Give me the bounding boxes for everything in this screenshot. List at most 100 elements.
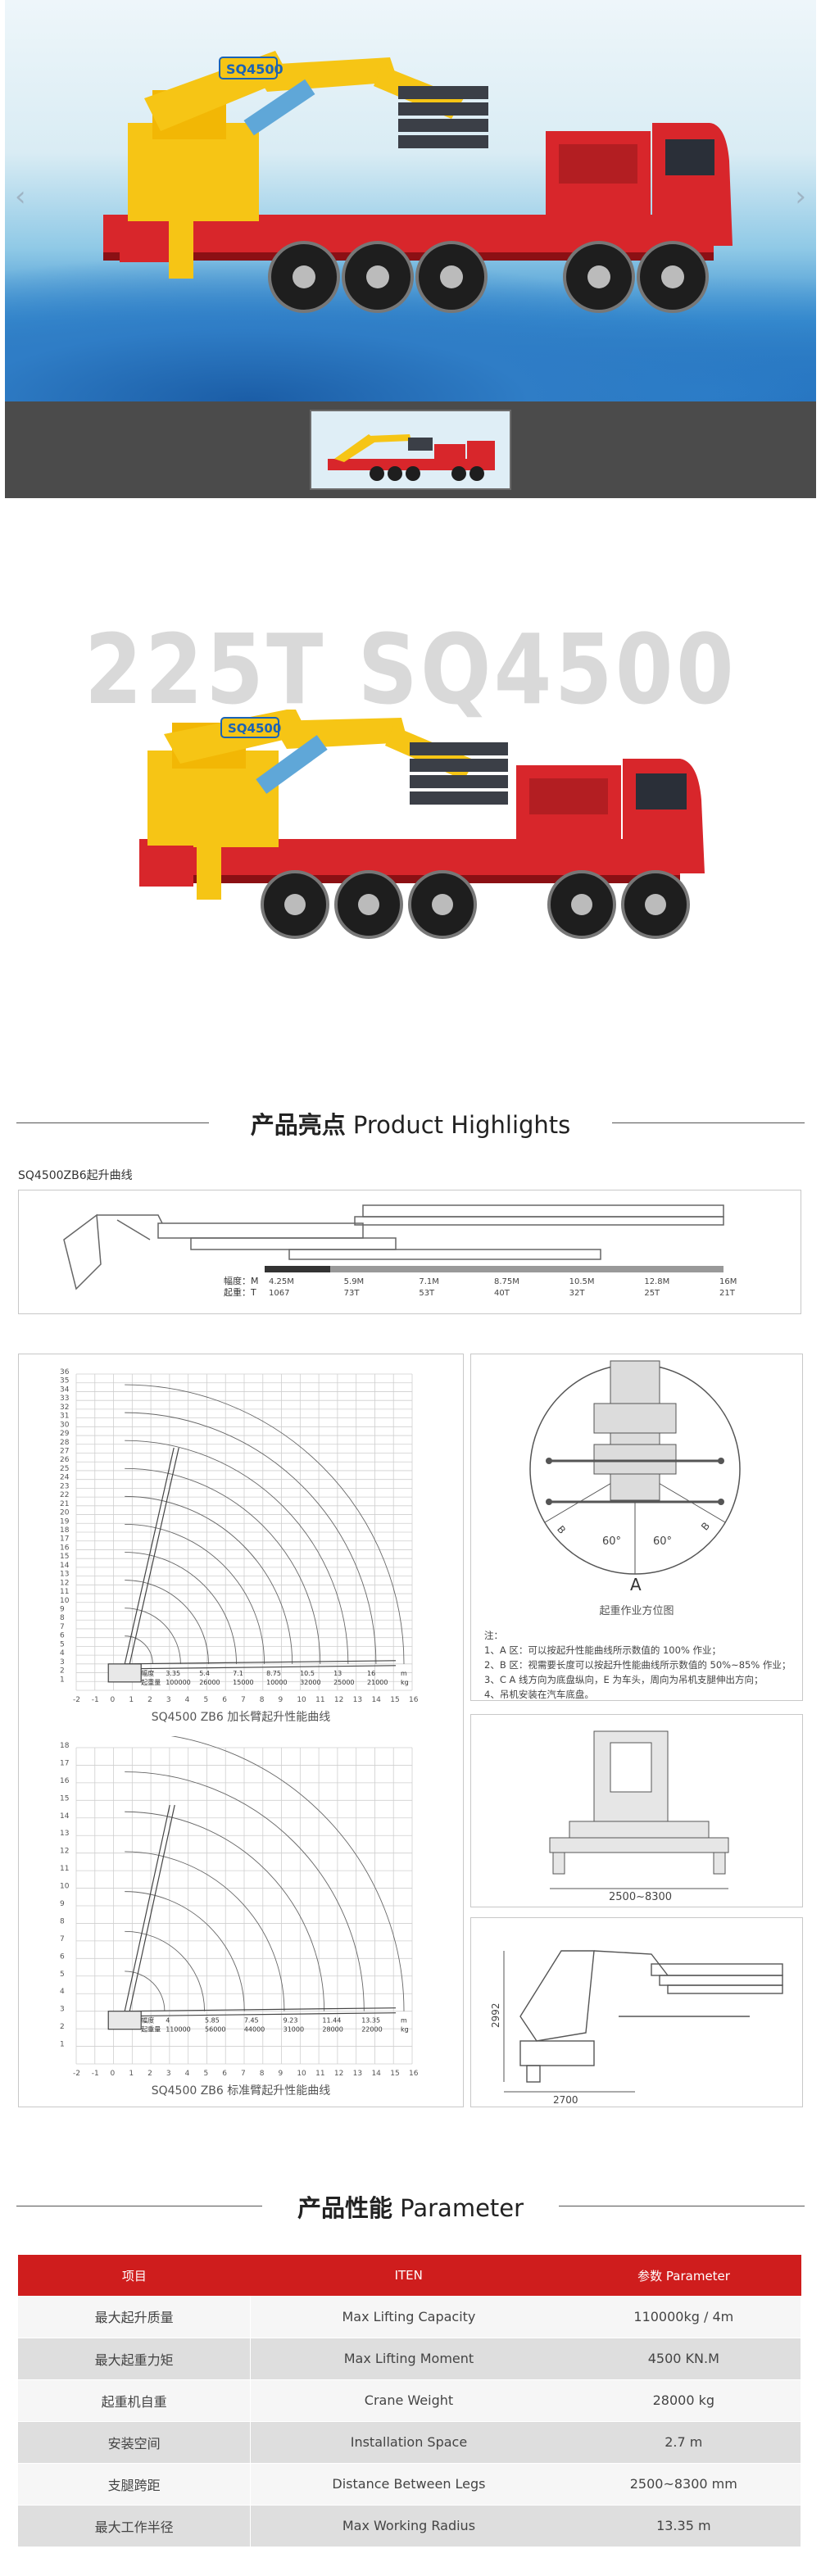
chart-radius-value: 13 bbox=[333, 1670, 342, 1677]
load-row-label: 起重：T bbox=[224, 1286, 256, 1298]
chart-load-value: 28000 bbox=[322, 2026, 342, 2034]
x-tick-label: 14 bbox=[371, 2070, 381, 2078]
boom-load-label: 53T bbox=[419, 1289, 435, 1298]
chart-load-value: 110000 bbox=[166, 2026, 191, 2034]
x-tick-label: 5 bbox=[203, 1696, 208, 1704]
zone-angle-right: 60° bbox=[653, 1535, 672, 1548]
y-tick-label: 35 bbox=[60, 1377, 69, 1386]
divider bbox=[612, 1122, 805, 1123]
x-tick-label: 2 bbox=[147, 2070, 152, 2078]
zone-label-a: A bbox=[630, 1575, 642, 1594]
product-boom-label: SQ4500 bbox=[228, 721, 281, 736]
x-tick-label: 13 bbox=[353, 2070, 362, 2078]
chart-radius-value: 7.45 bbox=[244, 2017, 259, 2025]
note-line: 3、C A 线方向为底盘纵向，E 为车头，周向为吊机支腿伸出方向； bbox=[484, 1674, 764, 1685]
y-tick-label: 2 bbox=[60, 1667, 65, 1676]
chart-radius-value: 16 bbox=[367, 1670, 375, 1677]
chart-radius-value: m bbox=[401, 1670, 407, 1677]
thumbnail-item[interactable] bbox=[310, 410, 511, 490]
y-tick-label: 9 bbox=[60, 1900, 65, 1908]
highlights-header: 产品亮点 Product Highlights bbox=[16, 1106, 805, 1139]
zone-notes: 注： 1、A 区：可以按起升性能曲线所示数值的 100% 作业； 2、B 区：视… bbox=[484, 1628, 796, 1702]
x-tick-label: 1 bbox=[129, 2070, 134, 2078]
chart-load-value: 44000 bbox=[244, 2026, 265, 2034]
x-tick-label: 1 bbox=[129, 1696, 134, 1704]
y-tick-label: 1 bbox=[60, 1676, 65, 1684]
y-tick-label: 28 bbox=[60, 1439, 70, 1447]
y-tick-label: 25 bbox=[60, 1465, 69, 1473]
parameter-table: 项目 ITEN 参数 Parameter 最大起升质量 Max Lifting … bbox=[18, 2255, 801, 2547]
radius-arcs bbox=[125, 1736, 405, 2011]
y-tick-label: 13 bbox=[60, 1571, 69, 1579]
cell-value: 28000 kg bbox=[566, 2379, 801, 2422]
carousel-next-icon[interactable]: › bbox=[795, 180, 806, 213]
y-tick-label: 19 bbox=[60, 1517, 70, 1526]
chart-grid bbox=[75, 1373, 413, 1691]
thumbnail-truck-image bbox=[311, 411, 510, 488]
chart-radius-value: 4 bbox=[166, 2017, 170, 2025]
radius-row-label: 幅度：M bbox=[224, 1275, 259, 1286]
chart-load-value: 22000 bbox=[361, 2026, 382, 2034]
x-tick-label: 0 bbox=[111, 2070, 116, 2078]
y-tick-label: 24 bbox=[60, 1474, 70, 1482]
y-tick-label: 12 bbox=[60, 1848, 69, 1856]
table-row: 最大起升质量 Max Lifting Capacity 110000kg / 4… bbox=[18, 2296, 801, 2338]
y-tick-label: 18 bbox=[60, 1526, 70, 1535]
y-tick-label: 27 bbox=[60, 1448, 69, 1456]
boom-load-label: 1067 bbox=[269, 1289, 289, 1298]
boom-load-label: 73T bbox=[344, 1289, 361, 1298]
carousel-prev-icon[interactable]: ‹ bbox=[15, 180, 26, 213]
cell-item-en: Crane Weight bbox=[250, 2379, 567, 2422]
cell-item-cn: 最大起重力矩 bbox=[18, 2338, 252, 2380]
y-tick-label: 8 bbox=[60, 1614, 65, 1622]
side-view-panel: 2992 2700 bbox=[470, 1917, 803, 2107]
y-tick-label: 5 bbox=[60, 1971, 65, 1979]
boom-load-label: 40T bbox=[494, 1289, 510, 1298]
boom-radius-label: 16M bbox=[719, 1277, 737, 1286]
boom-radius-label: 8.75M bbox=[494, 1277, 519, 1286]
chart-radius-value: 3.35 bbox=[166, 1670, 180, 1677]
side-height-label: 2992 bbox=[490, 2002, 501, 2028]
x-tick-label: 0 bbox=[111, 1696, 116, 1704]
side-view-diagram: 2992 2700 bbox=[490, 1950, 783, 2106]
cell-item-cn: 最大工作半径 bbox=[18, 2505, 252, 2547]
y-tick-label: 7 bbox=[60, 1623, 65, 1631]
x-tick-label: 4 bbox=[185, 2070, 190, 2078]
x-tick-label: 14 bbox=[371, 1696, 381, 1704]
x-tick-label: -2 bbox=[73, 1696, 80, 1704]
y-tick-label: 14 bbox=[60, 1562, 70, 1570]
note-line: 2、B 区：视需要长度可以按起升性能曲线所示数值的 50%~85% 作业； bbox=[484, 1659, 792, 1671]
x-tick-label: 11 bbox=[315, 2070, 324, 2078]
y-tick-label: 7 bbox=[60, 1935, 65, 1943]
y-tick-label: 13 bbox=[60, 1830, 69, 1838]
cell-value: 2.7 m bbox=[566, 2421, 801, 2464]
x-tick-label: 2 bbox=[147, 1696, 152, 1704]
cell-value: 2500~8300 mm bbox=[566, 2463, 801, 2506]
side-width-label: 2700 bbox=[553, 2094, 578, 2106]
rear-view-diagram: 2500~8300 bbox=[549, 1730, 729, 1903]
x-tick-label: 8 bbox=[260, 2070, 265, 2078]
chart-load-value: kg bbox=[401, 2026, 409, 2034]
boom-load-label: 25T bbox=[644, 1289, 660, 1298]
column-header-item-en: ITEN bbox=[250, 2255, 567, 2296]
chart-load-value: 26000 bbox=[199, 1679, 220, 1686]
y-tick-label: 3 bbox=[60, 1658, 65, 1667]
hero-banner: SQ4500 ‹ › bbox=[5, 0, 816, 401]
x-tick-label: -1 bbox=[92, 2070, 99, 2078]
parameter-header: 产品性能 Parameter bbox=[16, 2189, 805, 2222]
parameter-title-en: Parameter bbox=[400, 2194, 524, 2222]
boom-load-label: 21T bbox=[719, 1289, 736, 1298]
boom-radius-label: 10.5M bbox=[569, 1277, 595, 1286]
x-tick-label: -1 bbox=[92, 1696, 99, 1704]
y-tick-label: 16 bbox=[60, 1777, 70, 1785]
rear-view-panel: 2500~8300 bbox=[470, 1714, 803, 1907]
cell-value: 110000kg / 4m bbox=[566, 2296, 801, 2338]
chart-radius-value: 10.5 bbox=[300, 1670, 315, 1677]
cell-item-en: Installation Space bbox=[250, 2421, 567, 2464]
table-row: 最大起重力矩 Max Lifting Moment 4500 KN.M bbox=[18, 2338, 801, 2380]
x-tick-label: 7 bbox=[241, 1696, 246, 1704]
y-tick-label: 15 bbox=[60, 1794, 69, 1803]
y-tick-label: 1 bbox=[60, 2041, 65, 2049]
rear-width-label: 2500~8300 bbox=[609, 1891, 672, 1903]
